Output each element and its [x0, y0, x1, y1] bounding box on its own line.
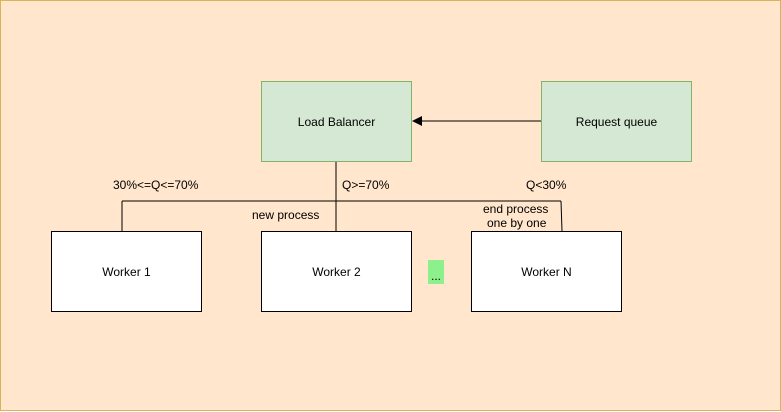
worker-2-node[interactable]: Worker 2 [261, 231, 412, 312]
end-process-label-line2: one by one [487, 216, 547, 230]
new-process-label: new process [252, 208, 320, 222]
end-process-label-line1: end process [483, 202, 549, 216]
mid-threshold-label: 30%<=Q<=70% [113, 178, 199, 192]
high-threshold-label: Q>=70% [342, 178, 390, 192]
request-queue-node[interactable]: Request queue [541, 81, 692, 162]
workerN-connector [560, 200, 563, 232]
worker-n-node[interactable]: Worker N [471, 231, 622, 312]
low-threshold-label: Q<30% [526, 178, 567, 192]
more-workers-ellipsis: ... [428, 260, 444, 284]
load-balancer-node[interactable]: Load Balancer [261, 81, 412, 162]
worker-1-node[interactable]: Worker 1 [51, 231, 202, 312]
